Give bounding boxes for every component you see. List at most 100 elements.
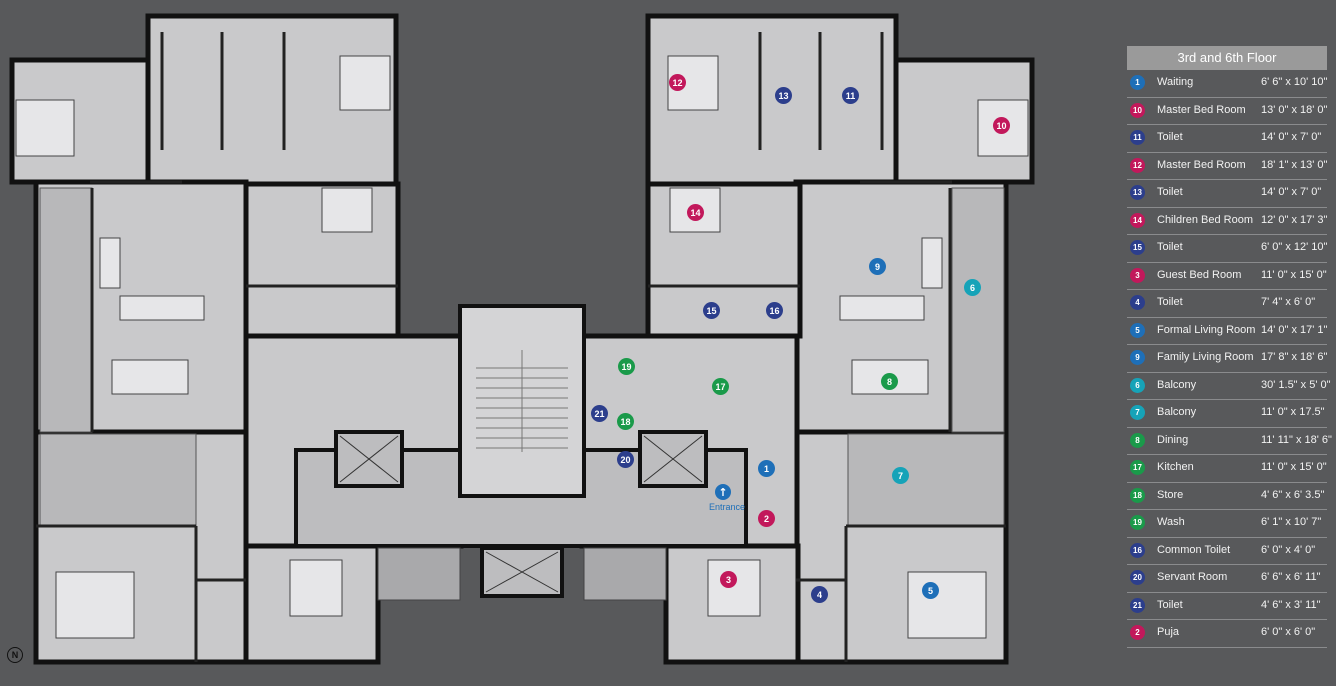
legend-number-badge: 19 xyxy=(1130,515,1145,530)
legend-room-name: Wash xyxy=(1157,516,1185,528)
legend-room-size: 6' 6" x 10' 10" xyxy=(1261,76,1328,88)
left-balcony-corner xyxy=(39,433,197,527)
legend-room-name: Common Toilet xyxy=(1157,543,1231,556)
legend-room-size: 6' 6" x 6' 11" xyxy=(1261,571,1321,583)
legend-room-size: 13' 0" x 18' 0" xyxy=(1261,103,1328,116)
legend-room-name: Guest Bed Room xyxy=(1157,268,1242,281)
room-badge-12: 12 xyxy=(669,74,686,91)
room-badge-9: 9 xyxy=(869,258,886,275)
right-balcony-corner xyxy=(847,433,1005,527)
room-badge-8: 8 xyxy=(881,373,898,390)
room-badge-1: 1 xyxy=(758,460,775,477)
legend-room-size: 6' 0" x 12' 10" xyxy=(1261,241,1328,253)
duct-right xyxy=(583,547,667,601)
legend-room-size: 6' 0" x 4' 0" xyxy=(1261,543,1316,556)
legend-room-size: 4' 6" x 3' 11" xyxy=(1261,598,1321,611)
room-badge-11: 11 xyxy=(842,87,859,104)
room-badge-18: 18 xyxy=(617,413,634,430)
entrance-arrow-icon: ↑ xyxy=(715,484,731,500)
legend-room-name: Servant Room xyxy=(1157,571,1228,583)
room-badge-13: 13 xyxy=(775,87,792,104)
left-interior-walls xyxy=(36,32,398,662)
legend-number-badge: 8 xyxy=(1130,432,1145,448)
legend-room-size: 17' 8" x 18' 6" xyxy=(1261,351,1328,363)
north-compass-icon: N xyxy=(7,647,23,663)
left-balcony-long xyxy=(39,187,93,433)
legend-number-badge: 10 xyxy=(1130,102,1145,118)
legend-room-name: Balcony xyxy=(1157,406,1197,418)
room-badge-2: 2 xyxy=(758,510,775,527)
room-badge-14: 14 xyxy=(687,204,704,221)
legend-room-size: 11' 0" x 15' 0" xyxy=(1261,268,1327,281)
legend-room-name: Children Bed Room xyxy=(1157,213,1253,226)
legend-room-name: Master Bed Room xyxy=(1157,103,1246,116)
legend-number-badge: 9 xyxy=(1130,350,1145,365)
legend-number-badge: 15 xyxy=(1130,240,1145,255)
legend-number-badge: 7 xyxy=(1130,405,1145,420)
legend-row: 8 Dining 11' 11" x 18' 6" xyxy=(1127,428,1332,455)
legend-row: 17 Kitchen 11' 0" x 15' 0" xyxy=(1127,455,1327,483)
room-badge-7: 7 xyxy=(892,467,909,484)
legend-row: 19 Wash 6' 1" x 10' 7" xyxy=(1127,510,1327,538)
legend-room-size: 4' 6" x 6' 3.5" xyxy=(1261,488,1325,501)
legend-room-name: Toilet xyxy=(1157,598,1183,611)
legend-number-badge: 4 xyxy=(1130,295,1145,310)
room-badge-5: 5 xyxy=(922,582,939,599)
legend-room-name: Toilet xyxy=(1157,296,1183,308)
right-interior-walls xyxy=(648,32,1006,662)
room-badge-6: 6 xyxy=(964,279,981,296)
legend-room-size: 14' 0" x 17' 1" xyxy=(1261,323,1328,336)
legend-room-name: Puja xyxy=(1157,626,1180,638)
legend-number-badge: 2 xyxy=(1130,625,1145,640)
legend-room-size: 6' 0" x 6' 0" xyxy=(1261,626,1316,638)
legend-room-name: Kitchen xyxy=(1157,461,1194,473)
legend-room-size: 18' 1" x 13' 0" xyxy=(1261,158,1328,171)
legend-room-size: 11' 0" x 17.5" xyxy=(1261,406,1325,418)
legend-number-badge: 21 xyxy=(1130,597,1145,613)
right-balcony-long xyxy=(951,187,1005,433)
legend-number-badge: 16 xyxy=(1130,542,1145,558)
furniture xyxy=(15,55,1029,639)
legend-number-badge: 17 xyxy=(1130,460,1145,475)
legend-room-name: Waiting xyxy=(1157,76,1194,88)
legend-room-size: 30' 1.5" x 5' 0" xyxy=(1261,378,1331,391)
room-badge-3: 3 xyxy=(720,571,737,588)
room-badge-21: 21 xyxy=(591,405,608,422)
entrance-marker: ↑ Entrance xyxy=(709,484,746,512)
stair-steps xyxy=(476,350,568,452)
room-badge-17: 17 xyxy=(712,378,729,395)
room-badge-19: 19 xyxy=(618,358,635,375)
room-badge-16: 16 xyxy=(766,302,783,319)
duct-left xyxy=(377,547,461,601)
legend-number-badge: 18 xyxy=(1130,487,1145,503)
legend-row: 16 Common Toilet 6' 0" x 4' 0" xyxy=(1127,538,1327,565)
legend-number-badge: 5 xyxy=(1130,322,1145,338)
legend-number-badge: 20 xyxy=(1130,570,1145,585)
legend-room-name: Toilet xyxy=(1157,186,1183,198)
room-badge-10: 10 xyxy=(993,117,1010,134)
legend-room-name: Dining xyxy=(1157,433,1189,446)
legend-room-name: Balcony xyxy=(1157,378,1197,391)
legend-room-name: Toilet xyxy=(1157,131,1183,143)
legend-room-size: 11' 11" x 18' 6" xyxy=(1261,433,1332,446)
legend-room-size: 11' 0" x 15' 0" xyxy=(1261,461,1327,473)
legend-room-size: 6' 1" x 10' 7" xyxy=(1261,516,1322,528)
legend-number-badge: 13 xyxy=(1130,185,1145,200)
legend-row: 6 Balcony 30' 1.5" x 5' 0" xyxy=(1127,373,1331,400)
legend-number-badge: 6 xyxy=(1130,377,1145,393)
legend-row: 20 Servant Room 6' 6" x 6' 11" xyxy=(1127,565,1327,593)
entrance-label: Entrance xyxy=(709,502,746,512)
legend-row: 2 Puja 6' 0" x 6' 0" xyxy=(1127,620,1327,648)
legend-number-badge: 14 xyxy=(1130,212,1145,228)
